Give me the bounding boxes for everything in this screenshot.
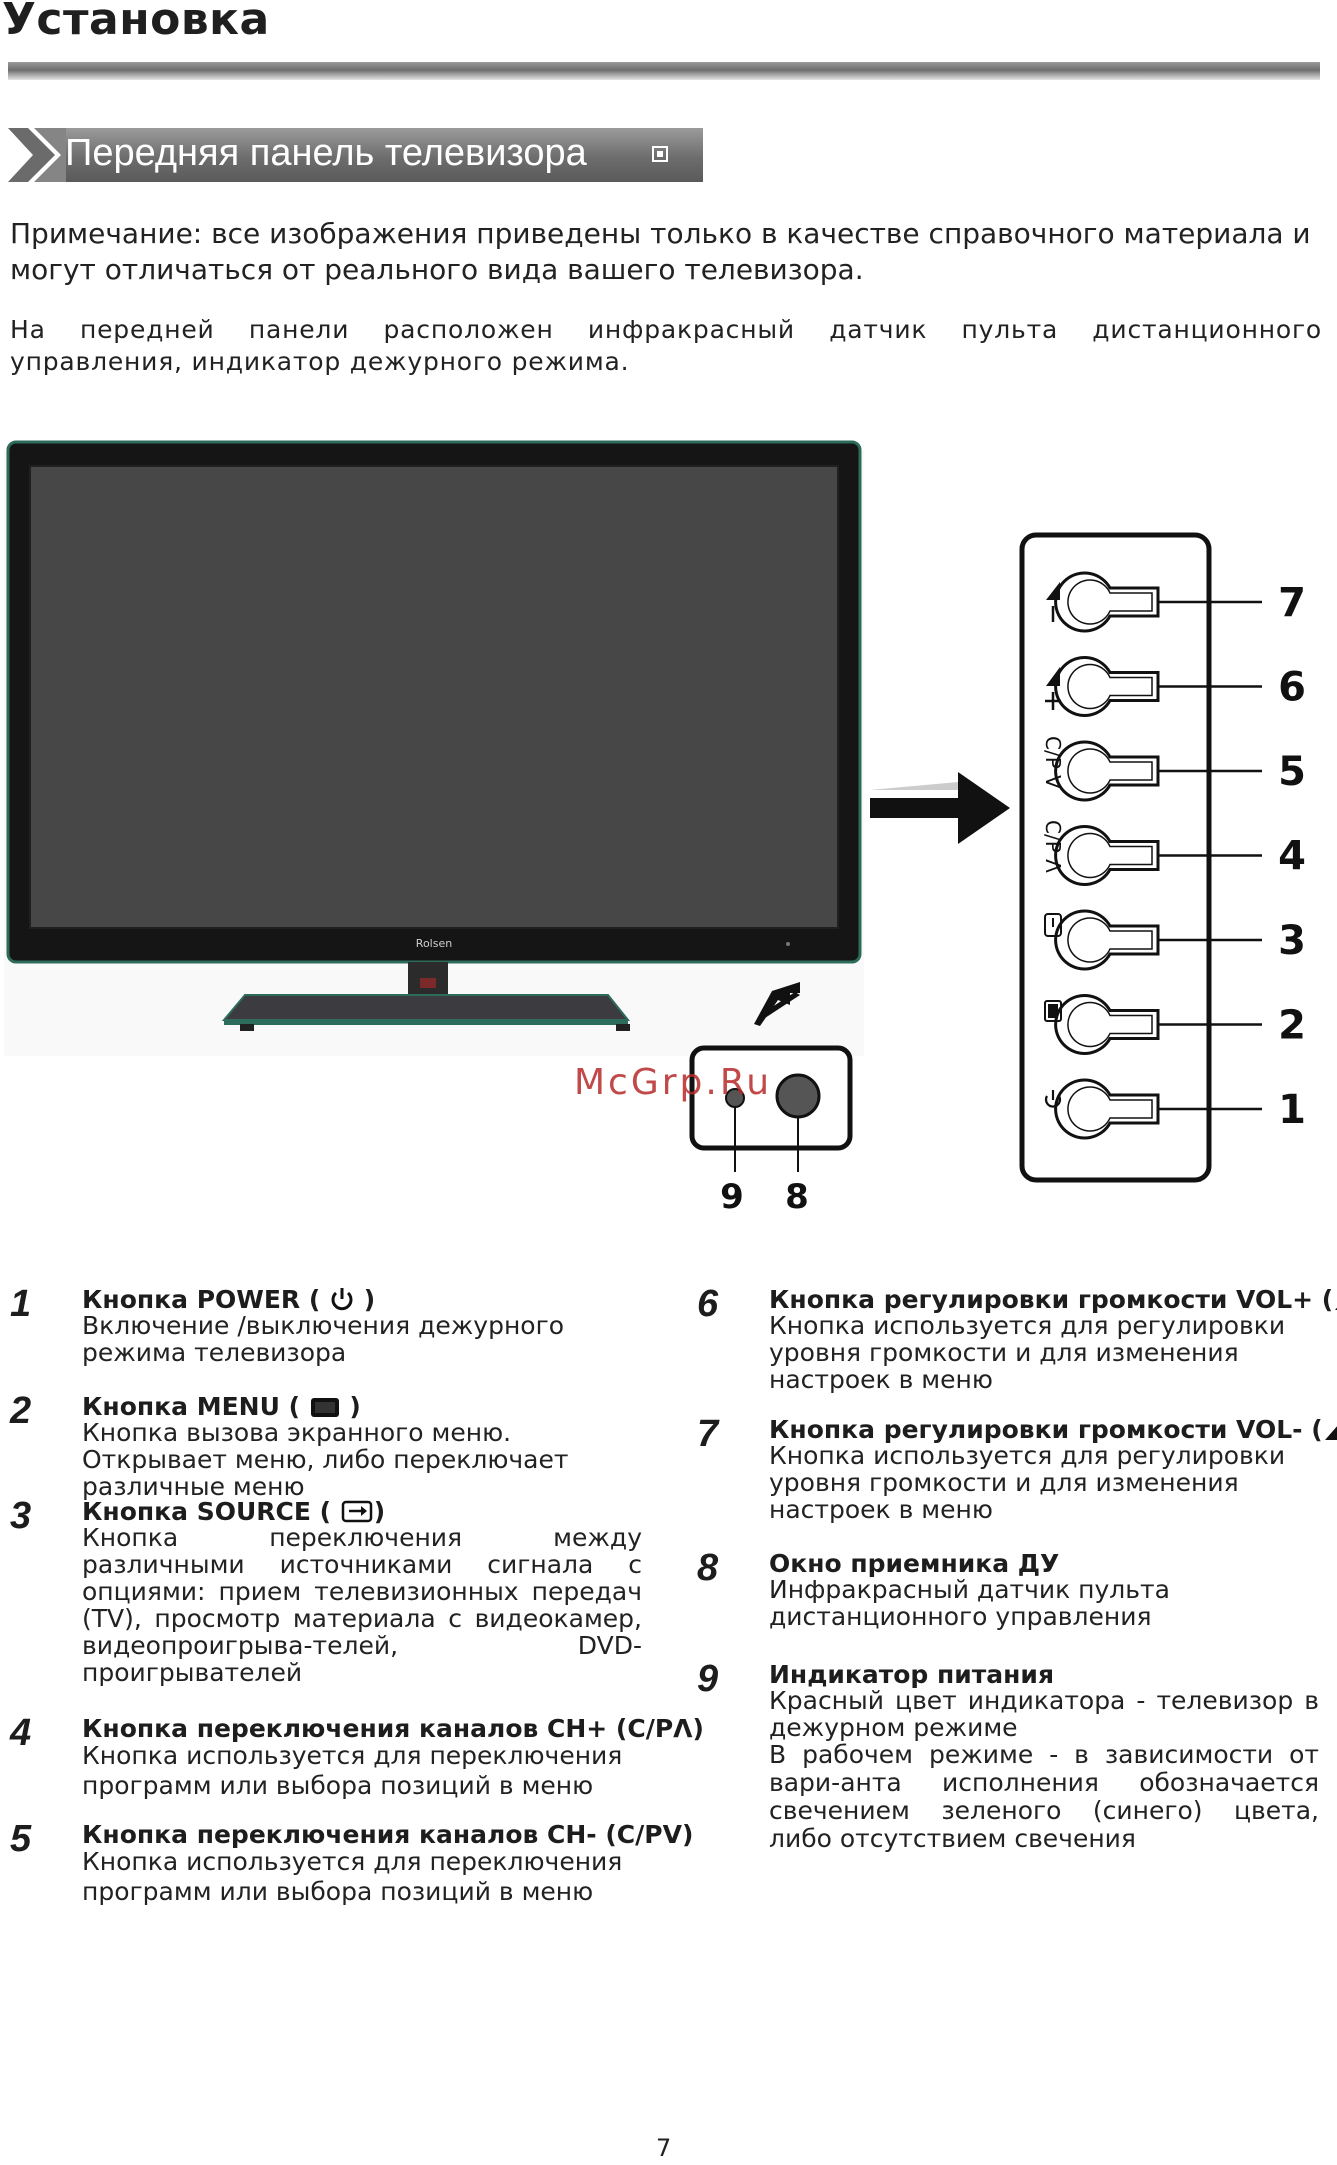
item-body: Кнопка используется для регулировки уров…: [769, 1311, 1286, 1394]
item-body-line: В рабочем режиме - в зависимости от вари…: [769, 1740, 1319, 1853]
panel-button-rim: [1067, 748, 1153, 794]
power-icon: [1044, 1090, 1062, 1108]
item-number: 8: [697, 1547, 719, 1589]
arrow-right-icon: [870, 772, 1010, 844]
item-number: 1: [10, 1283, 32, 1325]
item-body: Кнопка используется для переключения про…: [82, 1741, 623, 1800]
item-title: Кнопка SOURCE ( ): [82, 1497, 386, 1526]
power-icon: [331, 1288, 353, 1311]
panel-button-rim: [1067, 663, 1153, 710]
button-number: 1: [1278, 1087, 1306, 1133]
item-body: Включение /выключения дежурного режима т…: [82, 1311, 565, 1367]
item-title: Окно приемника ДУ: [769, 1549, 1060, 1578]
button-number: 2: [1278, 1003, 1306, 1049]
item-1: 1 Кнопка POWER ( ) Включение /выключения…: [10, 1283, 632, 1383]
chevron-right-icon: [8, 128, 66, 182]
section-banner: Передняя панель телевизора: [8, 128, 703, 182]
panel-button-rim: [1067, 1001, 1153, 1048]
item-number: 5: [10, 1818, 32, 1860]
panel-button-rim: [1067, 1086, 1153, 1132]
item-5: 5 Кнопка переключения каналов CH- (C/PV)…: [10, 1818, 693, 1918]
item-body: Кнопка используется для переключения про…: [82, 1847, 623, 1906]
item-body: Кнопка вызова экранного меню. Открывает …: [82, 1418, 569, 1501]
button-number: 3: [1278, 918, 1306, 964]
item-9: 9 Индикатор питания Красный цвет индикат…: [697, 1658, 1337, 1868]
item-4: 4 Кнопка переключения каналов CH+ (C/PΛ)…: [10, 1712, 704, 1812]
item-title: Кнопка переключения каналов CH+ (C/PΛ): [82, 1714, 704, 1743]
source-icon: [341, 1500, 373, 1523]
intro-text: На передней панели расположен инфракрасн…: [10, 315, 1322, 376]
ir-receiver-window: [775, 1073, 821, 1119]
volume-up-icon: [1045, 667, 1061, 710]
note-text: Примечание: все изображения приведены то…: [10, 217, 1311, 286]
panel-button-rim: [1067, 579, 1153, 625]
item-title: Кнопка регулировки громкости VOL- (− ): [769, 1413, 1337, 1447]
item-8: 8 Окно приемника ДУ Инфракрасный датчик …: [697, 1547, 1337, 1647]
item-number: 9: [697, 1658, 719, 1700]
item-body: Кнопка переключения между различными ист…: [82, 1523, 642, 1687]
page-number: 7: [656, 2134, 672, 2162]
panel-button: [1054, 740, 1160, 802]
menu-icon: [1044, 1000, 1062, 1022]
item-title: Кнопка переключения каналов CH- (C/PV): [82, 1820, 694, 1849]
panel-button: [1054, 571, 1160, 633]
item-number: 6: [697, 1283, 719, 1325]
item-body: Красный цвет индикатора - телевизор в де…: [769, 1687, 1319, 1853]
panel-button-rim: [1067, 917, 1153, 963]
section-title: Передняя панель телевизора: [65, 132, 587, 174]
item-body: Кнопка используется для регулировки уров…: [769, 1441, 1286, 1524]
panel-button: [1054, 1078, 1160, 1140]
tv-brand-logo: Rolsen: [416, 937, 452, 950]
watermark: McGrp.Ru: [574, 1062, 772, 1103]
tv-front-panel-illustration: Rolsen 7 6 5 4 3 2 1 C/P V C/P Λ: [4, 440, 1306, 1217]
tv-image: Rolsen: [4, 440, 864, 1056]
button-number: 5: [1278, 749, 1306, 795]
ch-up-label: C/P Λ: [1041, 820, 1065, 873]
volume-down-icon: [1324, 1425, 1337, 1440]
panel-button: [1054, 656, 1160, 717]
receiver-number: 8: [785, 1177, 809, 1217]
page-heading: Установка: [2, 0, 270, 45]
sensor-window: 9 8: [689, 982, 853, 1217]
button-number: 6: [1278, 665, 1306, 711]
item-2: 2 Кнопка MENU ( ) Кнопка вызова экранног…: [10, 1390, 632, 1500]
button-number: 7: [1278, 580, 1306, 626]
item-number: 4: [10, 1712, 32, 1754]
panel-button: [1054, 994, 1160, 1055]
item-number: 3: [10, 1495, 32, 1537]
square-marker-icon: [652, 146, 668, 162]
menu-icon: [310, 1398, 339, 1417]
source-icon: [1044, 913, 1062, 937]
item-number: 2: [10, 1390, 32, 1432]
item-title: Кнопка MENU ( ): [82, 1392, 361, 1421]
item-number: 7: [697, 1413, 719, 1455]
item-7: 7 Кнопка регулировки громкости VOL- (− )…: [697, 1413, 1337, 1533]
indicator-number: 9: [720, 1177, 744, 1217]
panel-button-rim: [1067, 832, 1153, 879]
ch-down-label: C/P V: [1041, 736, 1065, 789]
item-3: 3 Кнопка SOURCE ( ) Кнопка переключения …: [10, 1495, 642, 1686]
item-title: Кнопка POWER ( ): [82, 1285, 376, 1314]
item-title: Индикатор питания: [769, 1660, 1054, 1689]
item-body-line: Красный цвет индикатора - телевизор в де…: [769, 1686, 1319, 1742]
volume-down-icon: [1046, 582, 1060, 622]
button-number: 4: [1278, 834, 1306, 880]
item-6: 6 Кнопка регулировки громкости VOL+ (+) …: [697, 1283, 1337, 1403]
item-title: Кнопка регулировки громкости VOL+ (+): [769, 1283, 1337, 1317]
panel-button: [1054, 825, 1160, 886]
volume-up-icon: [1335, 1307, 1337, 1310]
header-rule: [8, 62, 1320, 80]
panel-button: [1054, 909, 1160, 971]
item-body: Инфракрасный датчик пульта дистанционног…: [769, 1575, 1170, 1631]
button-panel: 7 6 5 4 3 2 1 C/P V C/P Λ: [1019, 532, 1306, 1183]
